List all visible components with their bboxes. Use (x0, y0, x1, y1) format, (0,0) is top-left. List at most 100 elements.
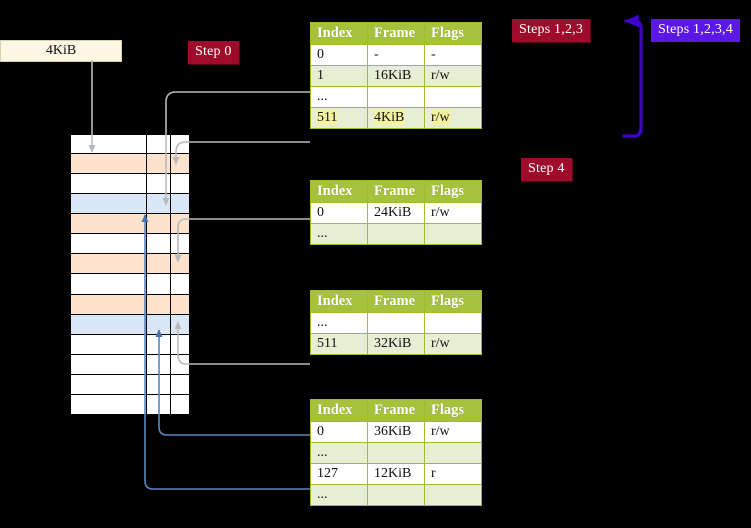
wire-steps-bracket (622, 14, 643, 138)
cell-value: ... (317, 226, 328, 241)
page-table-level-3-header-frame: Frame (367, 180, 425, 203)
table-row[interactable]: ... (310, 312, 482, 334)
memory-row-4 (70, 214, 190, 235)
page-table-level-2-header-index: Index (310, 290, 368, 313)
cell-value: 32KiB (374, 336, 412, 351)
page-table-level-1-cell: ... (310, 484, 368, 506)
page-table-level-4-header-index: Index (310, 22, 368, 45)
page-table-level-4-header-frame: Frame (367, 22, 425, 45)
page-table-level-1-cell: 36KiB (367, 421, 425, 443)
page-table-level-1-cell: 127 (310, 463, 368, 485)
page-table-level-4-cell: 511 (310, 107, 368, 129)
table-row[interactable]: ... (310, 442, 482, 464)
cell-value: 16KiB (374, 68, 412, 83)
page-table-level-1-cell: r/w (424, 421, 482, 443)
page-table-level-2-cell: 511 (310, 333, 368, 355)
page-table-level-3-cell: ... (310, 223, 368, 245)
memory-column-separator-2 (170, 134, 171, 415)
memory-row-2 (70, 174, 190, 195)
cell-value: ... (317, 487, 328, 502)
page-table-level-1-cell: 0 (310, 421, 368, 443)
page-table-level-1-cell: r (424, 463, 482, 485)
cell-value: ... (317, 89, 328, 104)
physical-memory-grid (60, 134, 190, 415)
cell-value: 511 (317, 110, 338, 125)
table-row[interactable]: 0-- (310, 44, 482, 66)
cell-value: r/w (431, 205, 450, 220)
page-table-level-4-cell: 1 (310, 65, 368, 87)
page-table-level-1-cell (424, 484, 482, 506)
page-table-level-4-cell (424, 86, 482, 108)
table-row[interactable]: ... (310, 484, 482, 506)
page-table-level-4-cell: 0 (310, 44, 368, 66)
memory-row-8 (70, 294, 190, 315)
page-table-level-1-cell (367, 484, 425, 506)
wire-memory-to-level4 (172, 141, 310, 165)
page-table-level-3-cell: 24KiB (367, 202, 425, 224)
cell-value: r (431, 466, 436, 481)
table-row[interactable]: ... (310, 223, 482, 245)
page-table-level-1-cell (367, 442, 425, 464)
page-table-level-1-cell (424, 442, 482, 464)
page-table-level-2-cell (367, 312, 425, 334)
page-table-level-3-header-index: Index (310, 180, 368, 203)
cell-value: 4KiB (374, 110, 405, 125)
memory-row-tick-8 (60, 294, 70, 296)
badge-steps-1234: Steps 1,2,3,4 (651, 19, 740, 42)
page-table-level-4-cell: - (424, 44, 482, 66)
cell-value: ... (317, 445, 328, 460)
page-table-level-2-header-frame: Frame (367, 290, 425, 313)
table-row[interactable]: 511 4KiB r/w (310, 107, 482, 129)
memory-row-0 (70, 134, 190, 155)
page-table-level-4-cell: 4KiB (367, 107, 425, 129)
page-table-level-3-cell (367, 223, 425, 245)
page-table-level-1-header-frame: Frame (367, 399, 425, 422)
cell-value: ... (317, 315, 328, 330)
wire-memory-to-level2 (174, 321, 310, 365)
page-table-level-2-cell: 32KiB (367, 333, 425, 355)
page-table-level-4-cell: r/w (424, 107, 482, 129)
page-table-level-1-cell: ... (310, 442, 368, 464)
cell-value: 127 (317, 466, 338, 481)
memory-row-tick-1 (60, 154, 70, 156)
cell-value: - (431, 47, 436, 62)
page-table-level-3-cell (424, 223, 482, 245)
table-row[interactable]: ... (310, 86, 482, 108)
memory-row-1 (70, 154, 190, 175)
memory-row-11 (70, 354, 190, 375)
page-table-level-1-cell: 12KiB (367, 463, 425, 485)
badge-step-0: Step 0 (188, 41, 239, 64)
table-row[interactable]: 511 32KiB r/w (310, 333, 482, 355)
cell-value: 12KiB (374, 466, 412, 481)
cell-value: 1 (317, 68, 324, 83)
cell-value: 24KiB (374, 205, 412, 220)
memory-row-6 (70, 254, 190, 275)
memory-column-separator-1 (146, 134, 147, 415)
page-table-level-2-cell: r/w (424, 333, 482, 355)
badge-step-4: Step 4 (521, 158, 572, 181)
memory-row-tick-6 (60, 254, 70, 256)
cell-value: r/w (431, 110, 450, 125)
page-table-level-4-cell: 16KiB (367, 65, 425, 87)
memory-row-tick-4 (60, 214, 70, 216)
page-table-level-4-cell (367, 86, 425, 108)
page-table-level-2-cell: ... (310, 312, 368, 334)
memory-row-5 (70, 234, 190, 255)
page-table-level-2-cell (424, 312, 482, 334)
frame-size-label: 4KiB (45, 43, 77, 58)
page-table-level-4-cell: - (367, 44, 425, 66)
page-table-level-1-header-index: Index (310, 399, 368, 422)
memory-row-tick-2 (60, 174, 70, 176)
frame-size-box: 4KiB (0, 40, 122, 62)
page-table-level-3-cell: r/w (424, 202, 482, 224)
page-table-level-2-header-flags: Flags (424, 290, 482, 313)
table-row[interactable]: 127 12KiB r (310, 463, 482, 485)
page-table-level-3-header-flags: Flags (424, 180, 482, 203)
